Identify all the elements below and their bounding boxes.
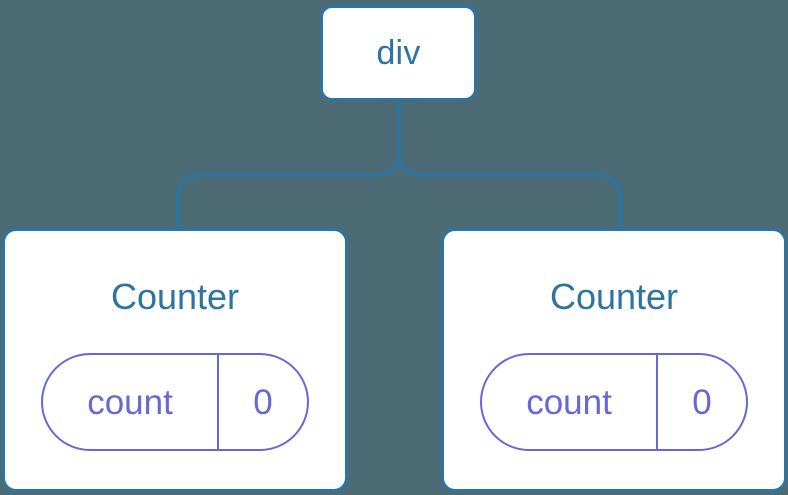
state-value-right: 0 xyxy=(658,355,746,449)
node-counter-right-label: Counter xyxy=(549,276,679,317)
state-pill-left[interactable]: count 0 xyxy=(41,353,309,451)
state-key-right: count xyxy=(482,355,658,449)
node-div-label: div xyxy=(376,34,421,72)
state-value-left-label: 0 xyxy=(253,382,273,422)
state-key-right-label: count xyxy=(526,382,612,422)
state-value-left: 0 xyxy=(219,355,307,449)
state-key-left-label: count xyxy=(87,382,173,422)
state-value-right-label: 0 xyxy=(692,382,712,422)
node-counter-right[interactable]: Counter count 0 xyxy=(441,228,787,492)
node-counter-left[interactable]: Counter count 0 xyxy=(2,228,348,492)
state-pill-right[interactable]: count 0 xyxy=(480,353,748,451)
state-key-left: count xyxy=(43,355,219,449)
node-counter-left-label: Counter xyxy=(110,276,240,317)
node-div[interactable]: div xyxy=(320,5,477,101)
connector-branch-left xyxy=(176,151,401,228)
connector-branch-right xyxy=(397,151,622,228)
